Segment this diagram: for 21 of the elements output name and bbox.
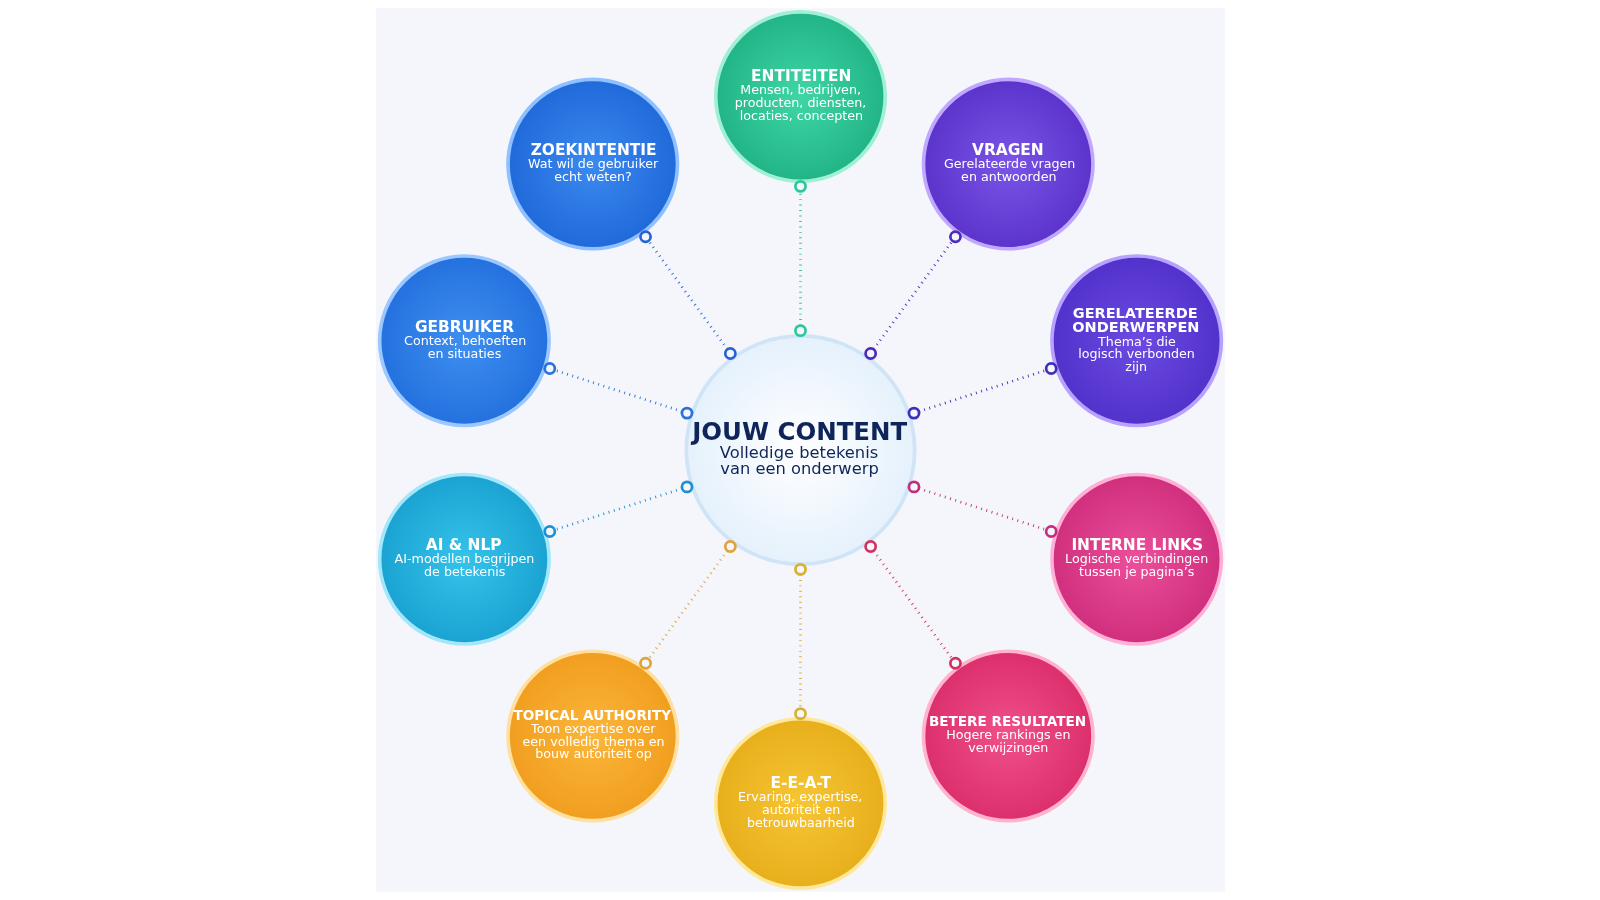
node-circle: JOUW CONTENT Volledige betekenis van een onderwerp [684,334,916,566]
node-circle: ENTITEITEN Mensen, bedrijven, producten, diensten, locaties, concepten [713,10,887,184]
connector [542,480,693,538]
node-circle: GEBRUIKER Context, behoeften en situaties [377,254,551,428]
node-circle: AI & NLP AI-modellen begrijpen de betekenis [377,472,551,646]
connector [907,480,1058,538]
node-circle: GERELATEERDE ONDERWERPEN Thema’s die logisch verbonden zijn [1049,254,1223,428]
connector [638,540,737,670]
node-circle: BETERE RESULTATEN Hogere rankings en verwijzingen [921,649,1095,823]
node-circle: INTERNE LINKS Logische verbindingen tussen je pagina’s [1049,472,1223,646]
connector [863,540,962,670]
node-circle: VRAGEN Gerelateerde vragen en antwoorden [921,77,1095,251]
connector [793,179,807,338]
connector [907,362,1058,420]
connector [638,230,737,360]
connector [542,362,693,420]
node-circle: TOPICAL AUTHORITY Toon expertise over een volledig thema en bouw autoriteit op [505,649,679,823]
connector [793,562,807,721]
node-circle: E-E-A-T Ervaring, expertise, autoriteit en betrouwbaarheid [713,716,887,890]
node-circle: ZOEKINTENTIE Wat wil de gebruiker echt weten? [505,77,679,251]
connector [863,230,962,360]
